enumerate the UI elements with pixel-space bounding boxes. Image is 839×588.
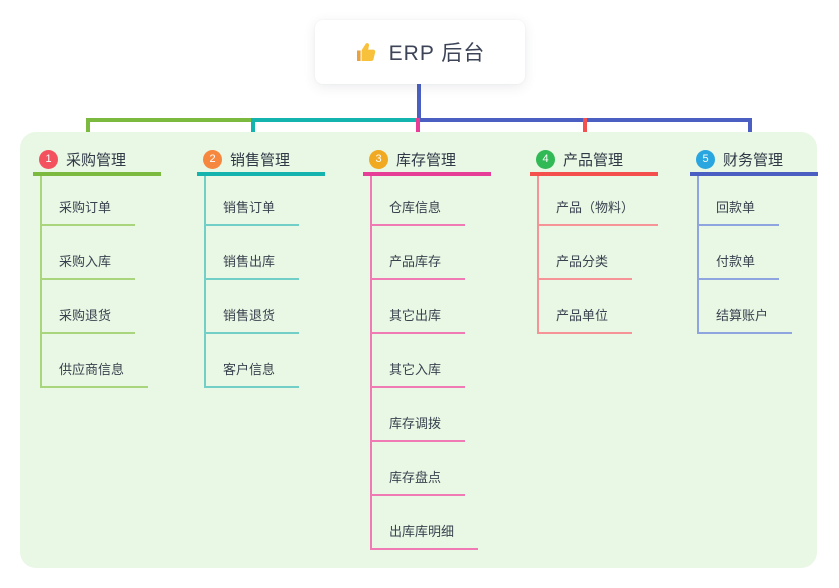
root-title: ERP 后台	[388, 42, 486, 65]
branch-sales: 2 销售管理 销售订单 销售出库 销售退货 客户信息	[197, 150, 325, 388]
branch-children: 采购订单 采购入库 采购退货 供应商信息	[40, 176, 161, 388]
branch-children: 仓库信息 产品库存 其它出库 其它入库 库存调拨 库存盘点 出库库明细	[370, 176, 491, 550]
branch-label: 产品管理	[563, 152, 624, 169]
root-node[interactable]: ERP 后台	[315, 20, 525, 84]
node-purchase-return[interactable]: 采购退货	[42, 280, 136, 334]
node-outbound-detail[interactable]: 出库库明细	[372, 496, 479, 550]
branch-product: 4 产品管理 产品（物料） 产品分类 产品单位	[530, 150, 659, 334]
branch-header-finance[interactable]: 5 财务管理	[690, 150, 818, 176]
node-purchase-inbound[interactable]: 采购入库	[42, 226, 136, 280]
branch-children: 回款单 付款单 结算账户	[697, 176, 818, 334]
node-sales-order[interactable]: 销售订单	[206, 176, 300, 226]
branch-header-purchase[interactable]: 1 采购管理	[33, 150, 161, 176]
thumbs-up-icon	[355, 40, 379, 64]
node-warehouse-info[interactable]: 仓库信息	[372, 176, 466, 226]
node-product-material[interactable]: 产品（物料）	[539, 176, 659, 226]
branch-label: 财务管理	[723, 152, 784, 169]
branch-header-sales[interactable]: 2 销售管理	[197, 150, 325, 176]
bus-line-green	[86, 118, 255, 122]
node-settlement-account[interactable]: 结算账户	[699, 280, 793, 334]
branch-children: 产品（物料） 产品分类 产品单位	[537, 176, 659, 334]
node-sales-return[interactable]: 销售退货	[206, 280, 300, 334]
node-other-outbound[interactable]: 其它出库	[372, 280, 466, 334]
branch-inventory: 3 库存管理 仓库信息 产品库存 其它出库 其它入库 库存调拨 库存盘点 出库库…	[363, 150, 491, 550]
node-payment-bill[interactable]: 付款单	[699, 226, 780, 280]
branch-label: 销售管理	[230, 152, 291, 169]
root-connector-line	[417, 84, 421, 122]
badge-3: 3	[369, 150, 388, 169]
node-product-category[interactable]: 产品分类	[539, 226, 633, 280]
node-product-stock[interactable]: 产品库存	[372, 226, 466, 280]
node-customer-info[interactable]: 客户信息	[206, 334, 300, 388]
node-sales-outbound[interactable]: 销售出库	[206, 226, 300, 280]
badge-1: 1	[39, 150, 58, 169]
branch-finance: 5 财务管理 回款单 付款单 结算账户	[690, 150, 818, 334]
bus-line-teal	[253, 118, 418, 122]
branch-header-product[interactable]: 4 产品管理	[530, 150, 658, 176]
node-stock-check[interactable]: 库存盘点	[372, 442, 466, 496]
badge-2: 2	[203, 150, 222, 169]
badge-5: 5	[696, 150, 715, 169]
branch-label: 库存管理	[396, 152, 457, 169]
node-stock-transfer[interactable]: 库存调拨	[372, 388, 466, 442]
node-supplier-info[interactable]: 供应商信息	[42, 334, 149, 388]
branch-label: 采购管理	[66, 152, 127, 169]
node-receipt-bill[interactable]: 回款单	[699, 176, 780, 226]
node-other-inbound[interactable]: 其它入库	[372, 334, 466, 388]
node-purchase-order[interactable]: 采购订单	[42, 176, 136, 226]
branch-children: 销售订单 销售出库 销售退货 客户信息	[204, 176, 325, 388]
badge-4: 4	[536, 150, 555, 169]
branch-header-inventory[interactable]: 3 库存管理	[363, 150, 491, 176]
node-product-unit[interactable]: 产品单位	[539, 280, 633, 334]
branch-purchase: 1 采购管理 采购订单 采购入库 采购退货 供应商信息	[33, 150, 161, 388]
